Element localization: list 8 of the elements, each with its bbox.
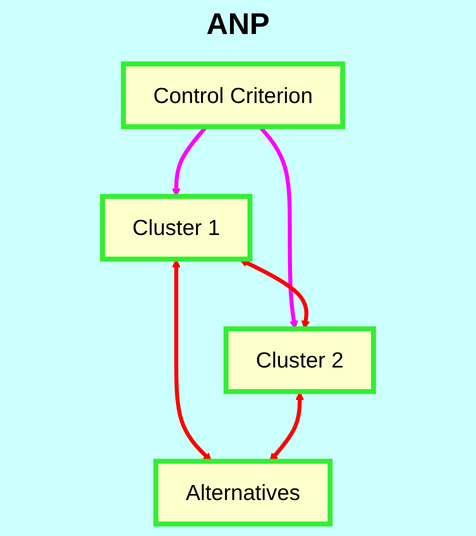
- arrow: [269, 392, 304, 462]
- flowchart: Control Criterion Cluster 1 Cluster 2 Alternatives: [0, 56, 476, 532]
- node-box: [153, 458, 333, 527]
- node-box: [120, 61, 346, 130]
- node-box: [100, 194, 252, 262]
- node-box: [224, 326, 376, 394]
- arrow: [172, 259, 212, 462]
- diagram-title: ANP: [205, 7, 271, 43]
